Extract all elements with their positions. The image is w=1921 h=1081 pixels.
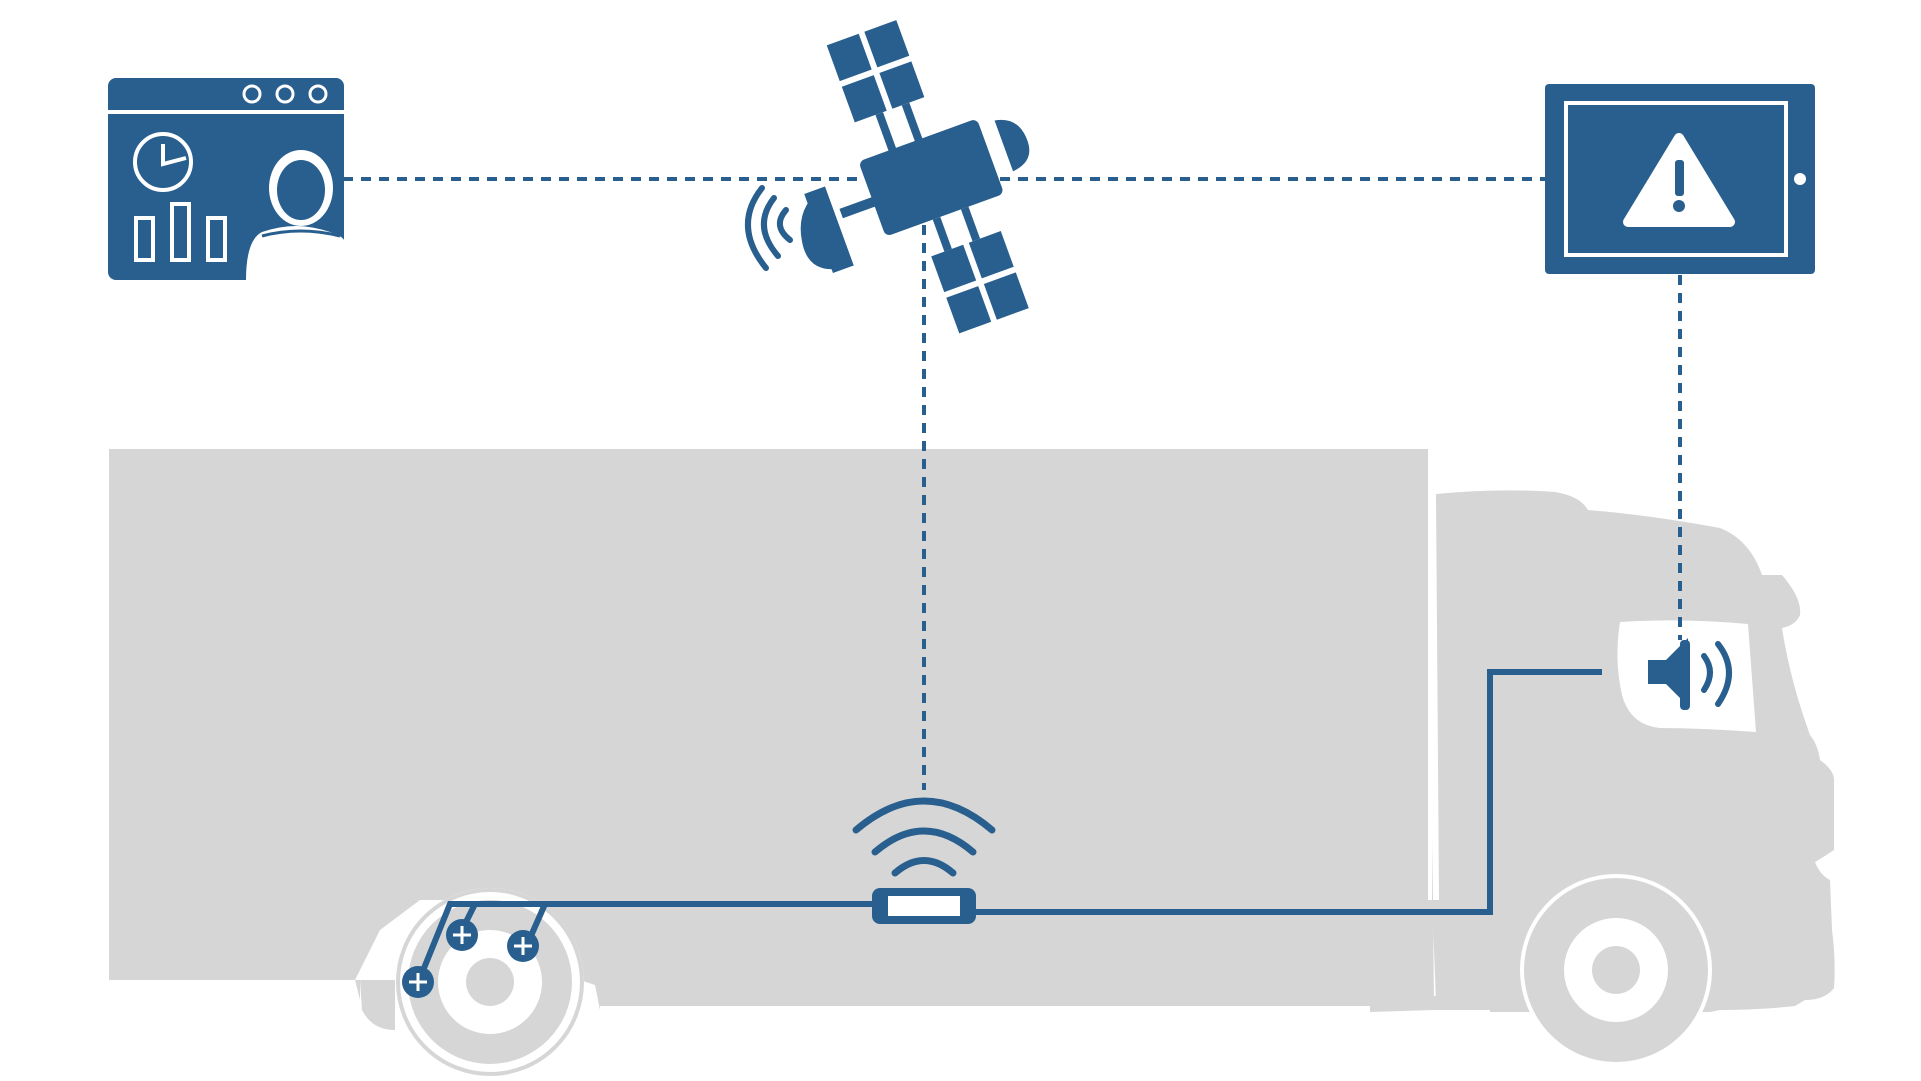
bar-chart-icon xyxy=(134,202,227,262)
tire-sensors xyxy=(402,919,539,998)
wire-transmitter-speaker xyxy=(976,669,1602,915)
solar-panel xyxy=(931,231,1029,334)
warning-triangle-icon xyxy=(1623,133,1735,227)
pie-chart-icon xyxy=(133,132,193,192)
dashed-links xyxy=(343,177,1682,790)
rear-mudflap xyxy=(360,980,395,1030)
solar-panel xyxy=(826,20,925,123)
tire-pressure-sensor-icon xyxy=(446,919,478,951)
tablet-warning-icon xyxy=(1545,84,1815,274)
wire-tires-transmitter xyxy=(417,901,872,980)
speaker-icon xyxy=(1648,638,1732,710)
cargo-box xyxy=(109,449,1434,1012)
cab-step xyxy=(1370,996,1490,1010)
tire-pressure-sensor-icon xyxy=(402,966,434,998)
front-wheel xyxy=(1520,874,1712,1066)
satellite-icon xyxy=(745,20,1030,334)
tablet-button-icon xyxy=(1794,173,1806,185)
truck-cab xyxy=(1432,490,1835,1012)
window-dot-icon xyxy=(308,84,328,104)
window-dot-icon xyxy=(275,84,295,104)
window-dot-icon xyxy=(242,84,262,104)
wireless-transmitter-icon xyxy=(852,797,996,924)
dashboard-window-icon xyxy=(108,78,344,280)
truck xyxy=(109,449,1835,1030)
user-avatar-icon xyxy=(246,150,344,280)
tire-pressure-sensor-icon xyxy=(507,930,539,962)
